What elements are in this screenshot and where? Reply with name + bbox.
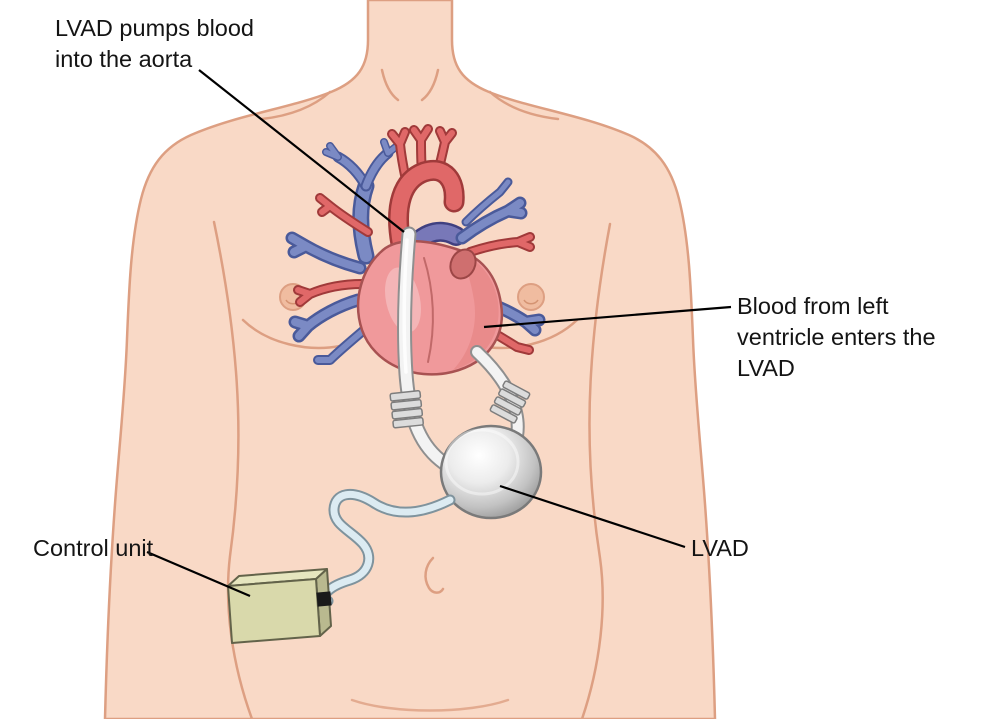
aorta	[387, 124, 465, 255]
coronary-groove	[423, 257, 434, 363]
inflow-connector	[489, 380, 531, 424]
neck-line-left	[380, 68, 400, 102]
leader-line-lvad	[499, 484, 686, 549]
right-areola-line	[523, 299, 539, 305]
left-pec-line	[241, 318, 342, 350]
leader-line-ventricle	[483, 305, 732, 329]
lvad-pump	[439, 424, 543, 520]
right-pulmonary-vessels	[285, 193, 373, 365]
annotations: LVAD pumps blood into the aorta Blood fr…	[33, 15, 936, 598]
outflow-connector	[389, 389, 424, 429]
left-trapezius-line	[260, 90, 332, 121]
left-pulmonary-vessels	[455, 177, 546, 355]
tube-connectors	[389, 380, 531, 429]
right-torso-line	[580, 222, 612, 719]
control-unit	[227, 568, 332, 644]
driveline	[319, 489, 456, 607]
left-ventricle-shading	[453, 250, 499, 370]
leader-line-pump-aorta	[198, 69, 405, 233]
label-lvad: LVAD	[691, 535, 749, 561]
label-pump-aorta-line1: LVAD pumps blood	[55, 15, 254, 41]
label-control-unit: Control unit	[33, 535, 154, 561]
vena-cava	[322, 138, 401, 265]
atrial-appendage	[449, 248, 477, 280]
neck-line-right	[420, 68, 440, 102]
control-unit-connector	[316, 591, 332, 607]
label-ventricle-line3: LVAD	[737, 355, 795, 381]
right-areola	[517, 283, 545, 311]
leader-line-control-unit	[146, 550, 251, 598]
pump-body	[439, 424, 543, 520]
belly-crease	[350, 698, 510, 712]
label-ventricle-line2: ventricle enters the	[737, 324, 936, 350]
control-unit-front	[227, 578, 321, 644]
right-trapezius-line	[488, 90, 560, 121]
label-ventricle-line1: Blood from left	[737, 293, 889, 319]
label-pump-aorta-line2: into the aorta	[55, 46, 193, 72]
pump-rim-highlight	[444, 428, 520, 496]
navel	[424, 556, 445, 594]
